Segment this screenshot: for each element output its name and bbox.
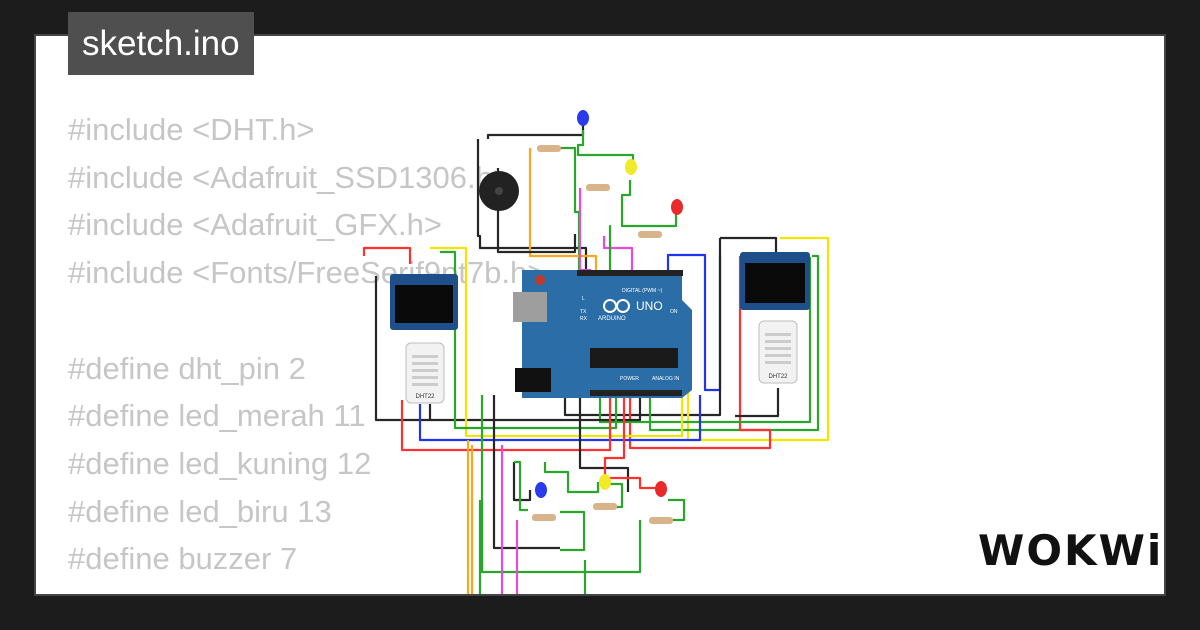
code-line: #define led_kuning 12	[68, 445, 372, 481]
arduino-infinity-icon	[603, 299, 630, 313]
oled-display-icon	[390, 274, 458, 330]
code-line: #define SCREEN_WIDTH 128	[68, 583, 545, 594]
code-line: #define led_biru 13	[68, 493, 332, 529]
buzzer-icon	[479, 171, 519, 211]
wokwi-logo: WOKWi	[978, 526, 1164, 575]
code-line: #include <Adafruit_GFX.h>	[68, 207, 442, 243]
dht22-sensor-icon	[405, 342, 445, 404]
code-block: #include <DHT.h> #include <Adafruit_SSD13…	[68, 106, 546, 594]
board-rx-label: RX	[580, 316, 588, 322]
code-line: #define led_merah 11	[68, 398, 366, 434]
dht22-sensor-icon	[758, 320, 798, 384]
board-analog-label: ANALOG IN	[652, 376, 680, 382]
wires	[362, 125, 830, 594]
code-line: #include <Fonts/FreeSerif9pt7b.h>	[68, 255, 546, 291]
resistor	[532, 145, 673, 524]
code-line: #define dht_pin 2	[68, 350, 306, 386]
led-icon	[535, 110, 683, 498]
code-line: #include <DHT.h>	[68, 112, 315, 147]
board-model-label: UNO	[636, 299, 663, 313]
code-line: #include <Adafruit_SSD1306.h>	[68, 159, 511, 195]
oled-display-icon	[740, 252, 810, 310]
board-on-label: ON	[670, 309, 678, 315]
file-tab[interactable]: sketch.ino	[68, 12, 254, 75]
board-digital-label: DIGITAL (PWM ~)	[622, 288, 662, 294]
board-power-label: POWER	[620, 376, 639, 382]
board-brand-label: ARDUINO	[598, 316, 626, 322]
code-line: #define buzzer 7	[68, 541, 298, 577]
board-l-label: L	[582, 296, 585, 302]
dht22-label: DHT22	[768, 374, 788, 380]
arduino-board	[513, 270, 692, 398]
board-tx-label: TX	[580, 309, 587, 315]
dht22-label: DHT22	[415, 394, 435, 400]
code-preview-card: #include <DHT.h> #include <Adafruit_SSD13…	[34, 34, 1166, 596]
